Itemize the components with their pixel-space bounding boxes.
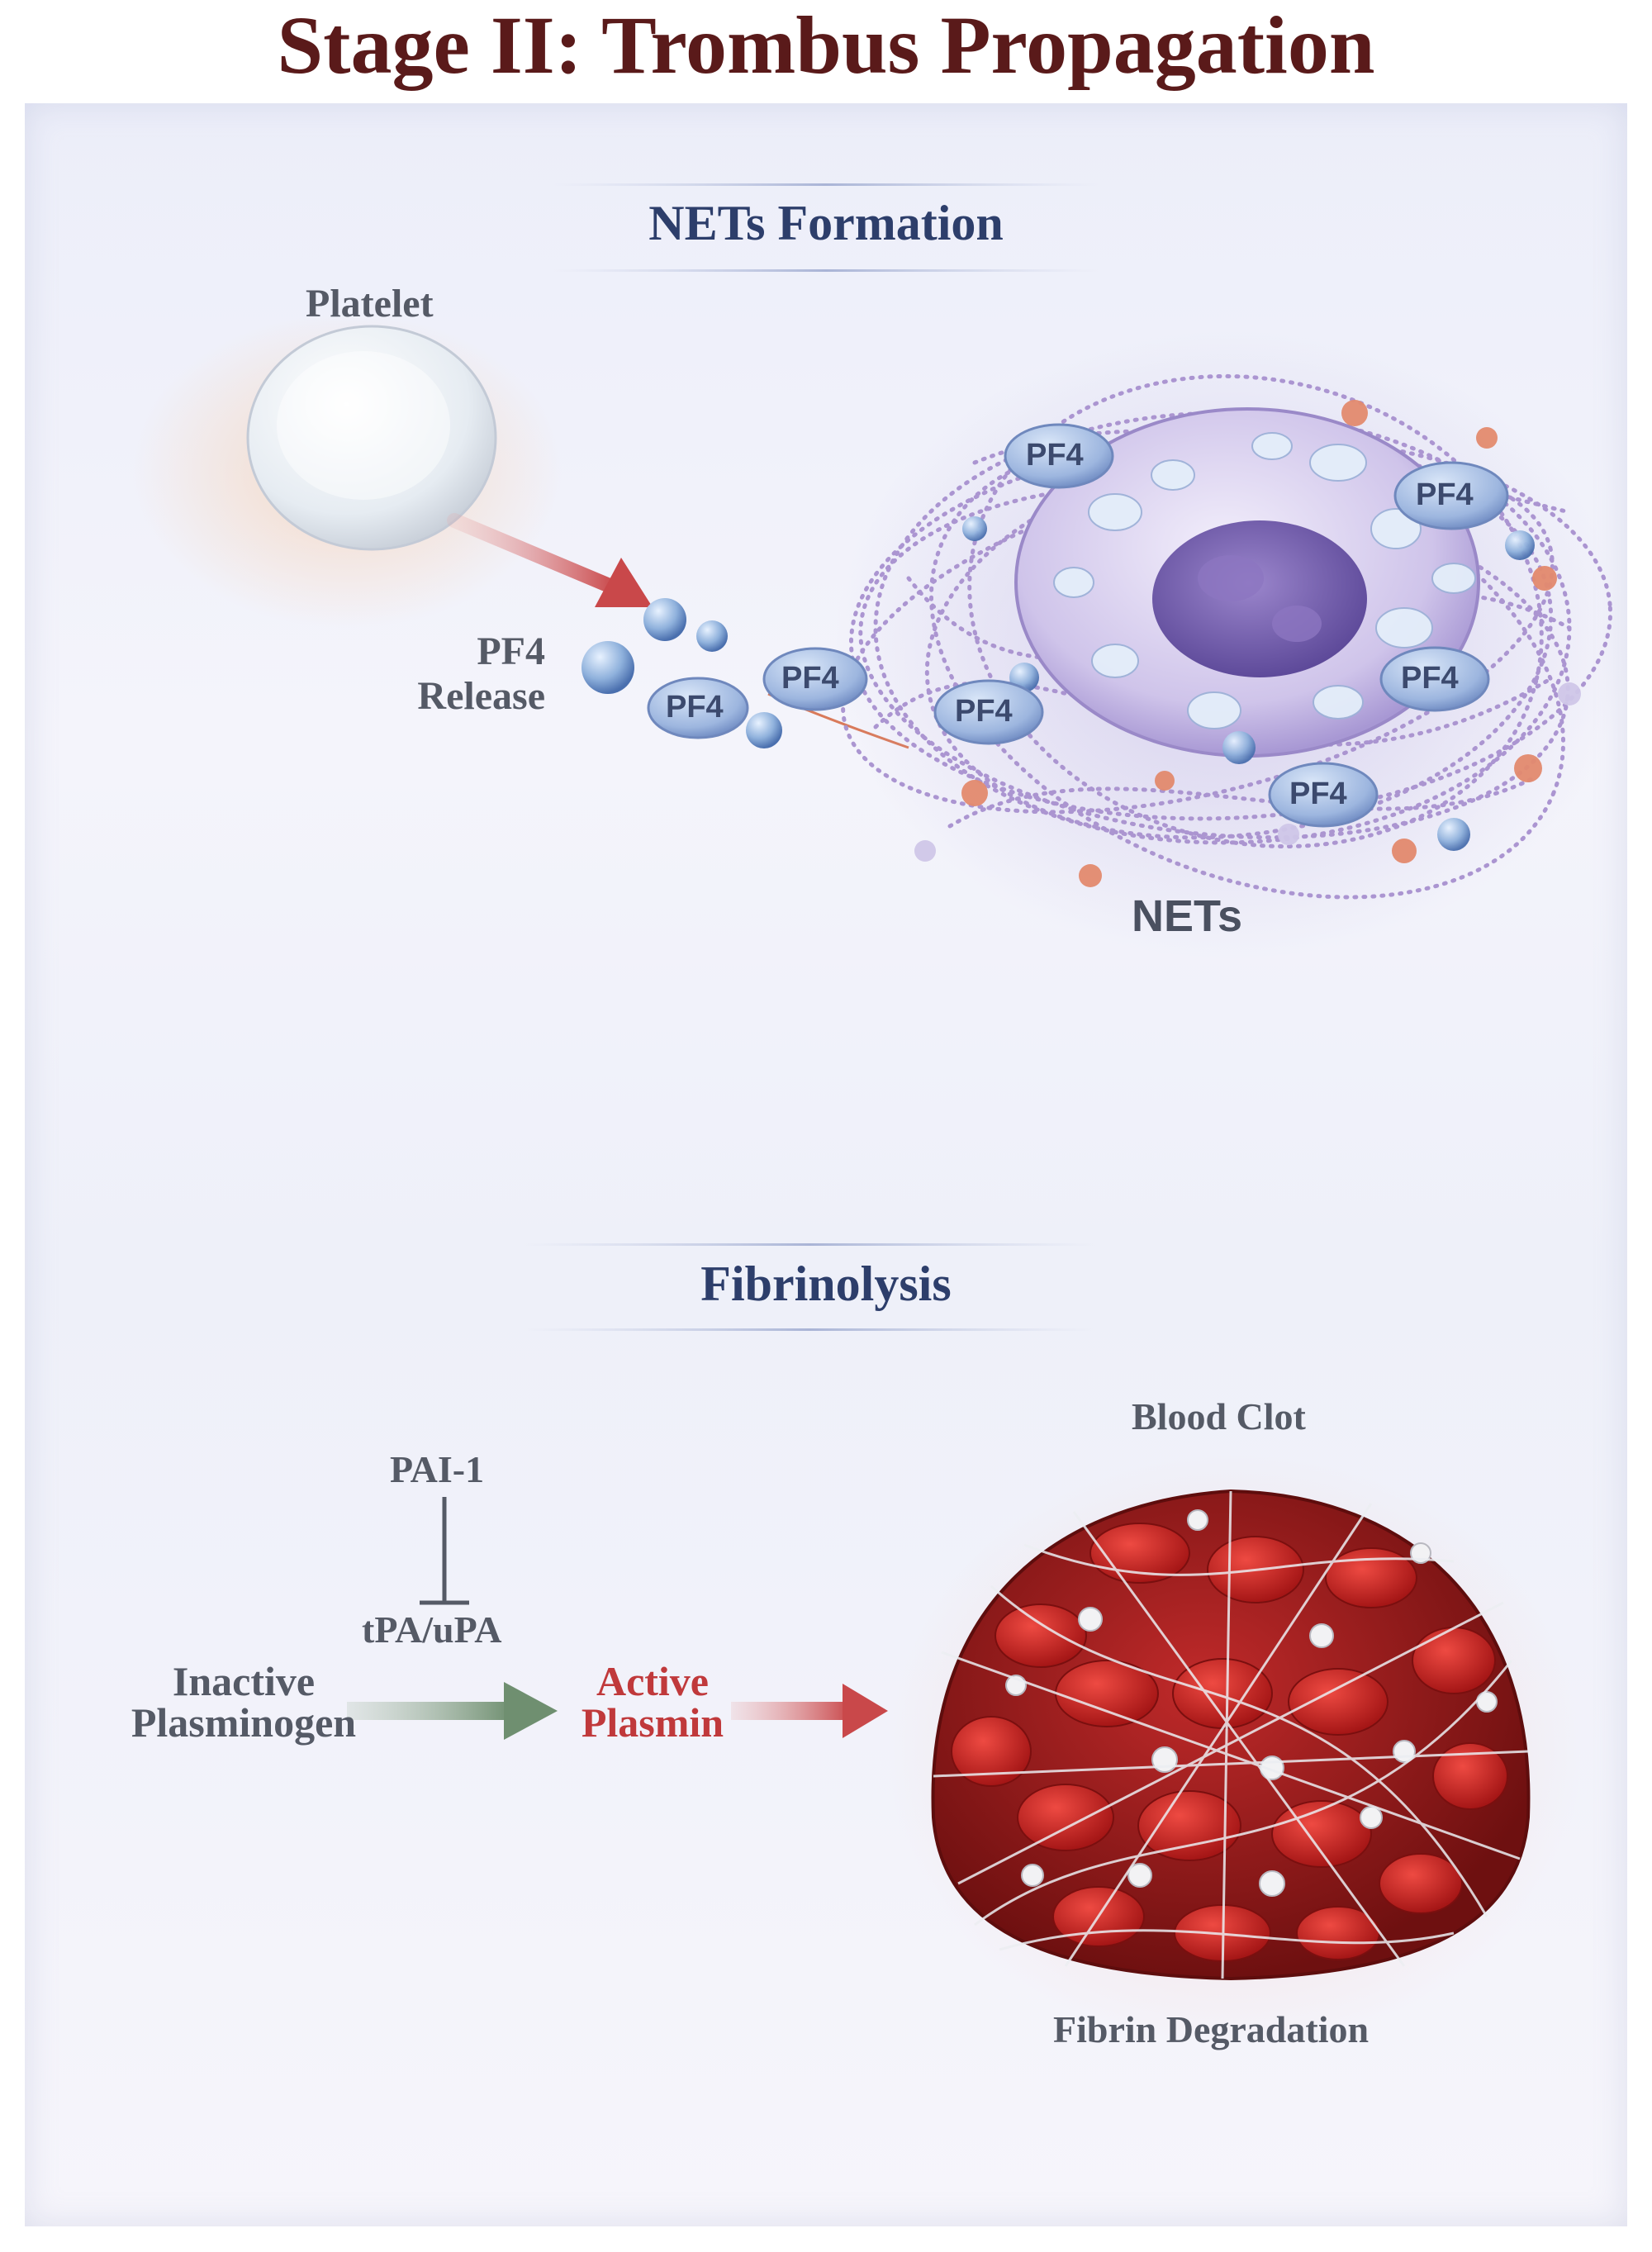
pf4-tag: PF4	[1416, 477, 1474, 512]
inactive-plasminogen-label: Inactive Plasminogen	[99, 1660, 388, 1743]
active-plasmin-label: Active Plasmin	[562, 1660, 743, 1743]
pf4-blob	[1004, 423, 1114, 489]
pf4-blob	[647, 677, 749, 739]
plasmin-to-clot-arrow	[731, 1684, 888, 1738]
fibrin-degradation-label: Fibrin Degradation	[1053, 2008, 1370, 2050]
pf4-release-label: PF4 Release	[363, 630, 545, 719]
nets-formation-heading: NETs Formation	[648, 196, 1004, 250]
blood-clot-illustration	[888, 1454, 1582, 2049]
pf4-release-label-line1: PF4	[477, 630, 545, 673]
tpa-upa-label: tPA/uPA	[362, 1608, 502, 1651]
activation-arrow	[347, 1682, 558, 1740]
nets-web-illustration	[647, 330, 1627, 958]
pf4-tag: PF4	[666, 690, 724, 725]
fibrinolysis-heading-divider	[520, 1243, 1099, 1331]
pf4-tag: PF4	[1401, 661, 1459, 696]
blood-clot-label: Blood Clot	[1132, 1395, 1306, 1437]
page-title: Stage II: Trombus Propagation	[277, 0, 1375, 91]
release-arrow	[447, 513, 653, 607]
pf4-release-label-line2: Release	[417, 674, 545, 718]
pf4-blob	[1268, 762, 1379, 828]
pai1-label: PAI-1	[390, 1448, 485, 1490]
pf4-tag: PF4	[781, 661, 839, 696]
active-plasmin-line1: Active	[596, 1658, 710, 1704]
pf4-tag: PF4	[1026, 438, 1084, 473]
nets-heading-divider	[553, 183, 1099, 272]
platelet-label: Platelet	[306, 282, 434, 325]
platelet-illustration	[132, 314, 562, 628]
pf4-tag: PF4	[955, 694, 1013, 729]
inactive-plasminogen-line2: Plasminogen	[131, 1699, 357, 1746]
fibrinolysis-heading: Fibrinolysis	[700, 1257, 952, 1311]
inhibition-symbol	[420, 1497, 469, 1605]
nets-label: NETs	[1132, 891, 1243, 941]
active-plasmin-line2: Plasmin	[581, 1699, 724, 1746]
inactive-plasminogen-line1: Inactive	[172, 1658, 316, 1704]
pf4-blob	[1379, 646, 1490, 712]
pf4-blob	[1393, 461, 1509, 530]
pf4-tag: PF4	[1289, 777, 1347, 811]
pf4-blob	[762, 647, 868, 711]
pf4-blob	[933, 679, 1044, 745]
